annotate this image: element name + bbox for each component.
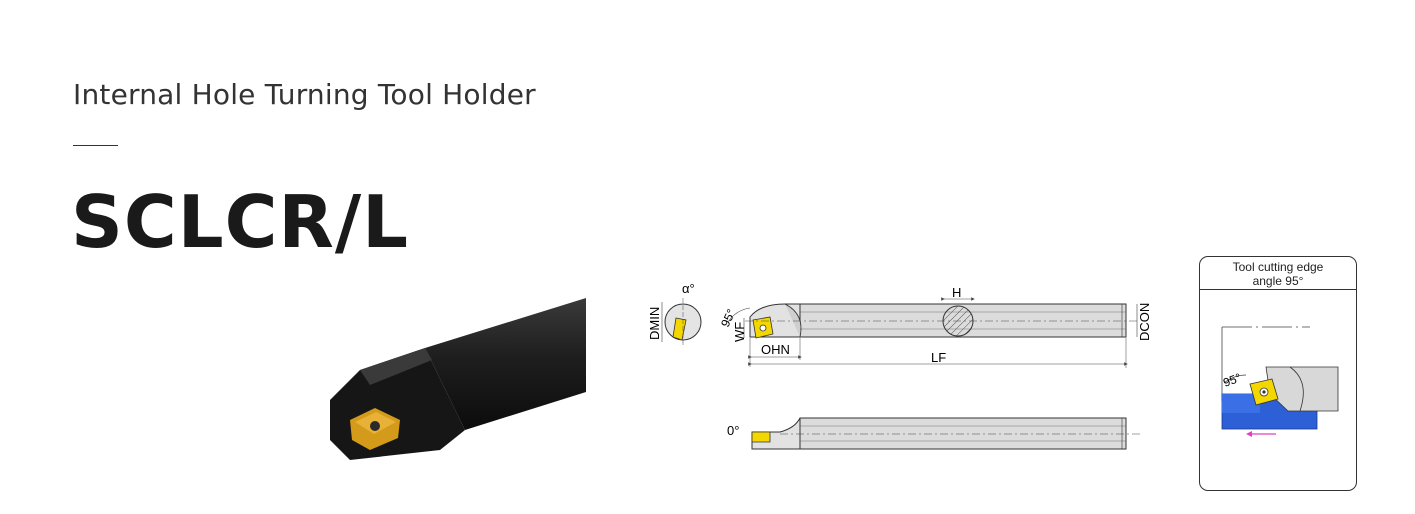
technical-drawing: DMIN α° 95° WF H OHN LF DCON: [647, 281, 1152, 450]
category-title: Internal Hole Turning Tool Holder: [73, 78, 536, 111]
side-view: [751, 417, 1140, 450]
angle-card-title: Tool cutting edge angle 95°: [1200, 257, 1356, 290]
dcon-label: DCON: [1137, 303, 1152, 341]
title-divider: [73, 145, 118, 146]
holder-head-facet: [360, 348, 432, 385]
workpiece-step: [1222, 394, 1260, 413]
product-photo: [330, 298, 586, 460]
holder-shank: [425, 298, 586, 430]
angle-card-95-label: 95°: [1221, 370, 1243, 389]
h-label: H: [952, 285, 961, 300]
cutting-edge-angle-card: Tool cutting edge angle 95° 95°: [1199, 256, 1357, 491]
angle-0-label: 0°: [727, 423, 739, 438]
top-view: [727, 297, 1140, 368]
angle-card-title-line2: angle 95°: [1252, 274, 1304, 288]
alpha-label: α°: [682, 281, 695, 296]
lf-label: LF: [931, 350, 946, 365]
insert-screw: [370, 421, 380, 431]
angle-card-title-line1: Tool cutting edge: [1232, 260, 1324, 274]
cutting-edge-diagram: 95°: [1221, 326, 1339, 437]
dmin-label: DMIN: [647, 307, 662, 340]
wf-label: WF: [732, 322, 747, 342]
end-view: [661, 298, 702, 346]
model-name: SCLCR/L: [71, 180, 410, 264]
ohn-label: OHN: [761, 342, 790, 357]
